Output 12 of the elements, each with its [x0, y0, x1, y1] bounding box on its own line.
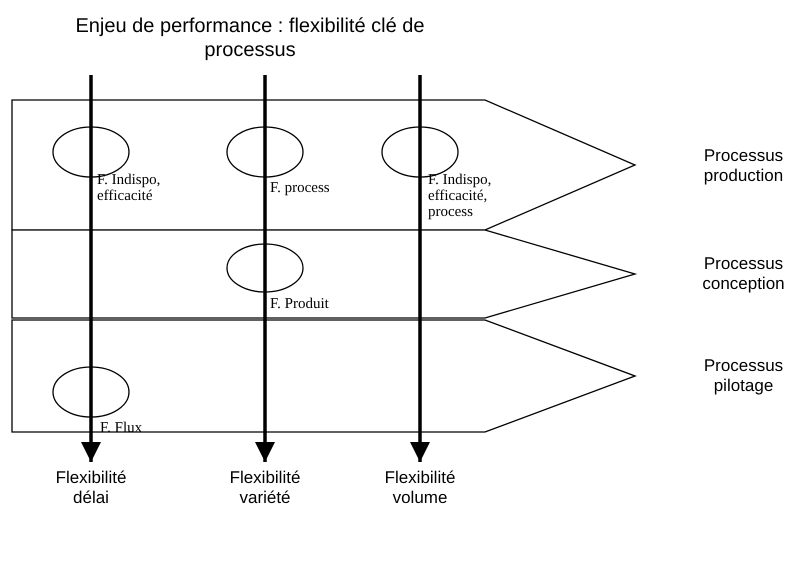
process-name: Processus production — [702, 146, 784, 186]
diagram-title: Enjeu de performance : flexibilité clé de processus — [74, 14, 426, 62]
process-name: Processus conception — [701, 254, 786, 294]
flexibility-type-label: Flexibilité délai — [36, 468, 146, 508]
arrow — [81, 75, 101, 462]
flexibility-type-label: Flexibilité volume — [365, 468, 475, 508]
arrow — [410, 75, 430, 462]
flexibility-label: F. process — [270, 180, 331, 196]
flexibility-label: F. Produit — [270, 296, 330, 312]
process-name: Processus pilotage — [702, 356, 784, 396]
flexibility-type-label: Flexibilité variété — [210, 468, 320, 508]
arrow — [255, 75, 275, 462]
